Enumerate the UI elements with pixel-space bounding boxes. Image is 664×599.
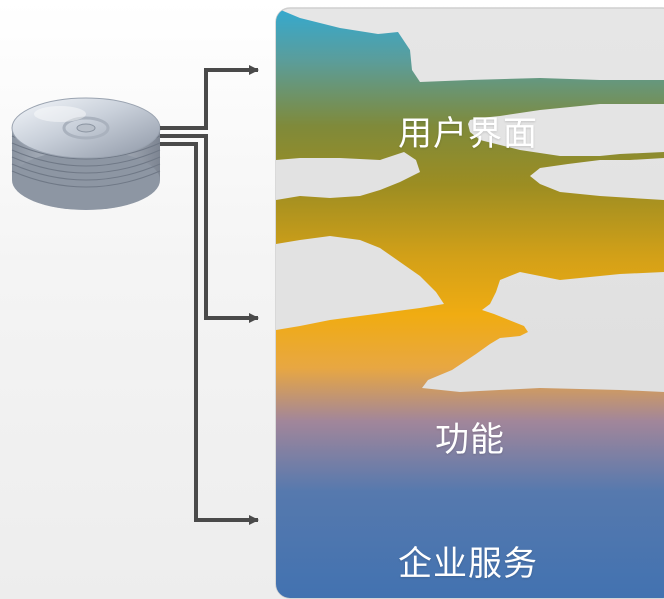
layer-label-ui: 用户界面 — [398, 114, 538, 154]
layer-label-function: 功能 — [435, 420, 505, 460]
layers-panel — [275, 7, 664, 599]
layer-gap-lower — [276, 236, 444, 330]
layer-label-enterprise-service: 企业服务 — [398, 544, 538, 584]
disc-stack-icon — [11, 97, 161, 210]
arrow-to-ui — [160, 65, 259, 130]
layer-flow-shape — [276, 8, 664, 598]
layer-gap-upper — [276, 152, 420, 200]
arrow-to-enterprise-service — [160, 142, 259, 525]
connector-arrows — [160, 65, 259, 525]
arrow-to-function — [160, 134, 259, 323]
